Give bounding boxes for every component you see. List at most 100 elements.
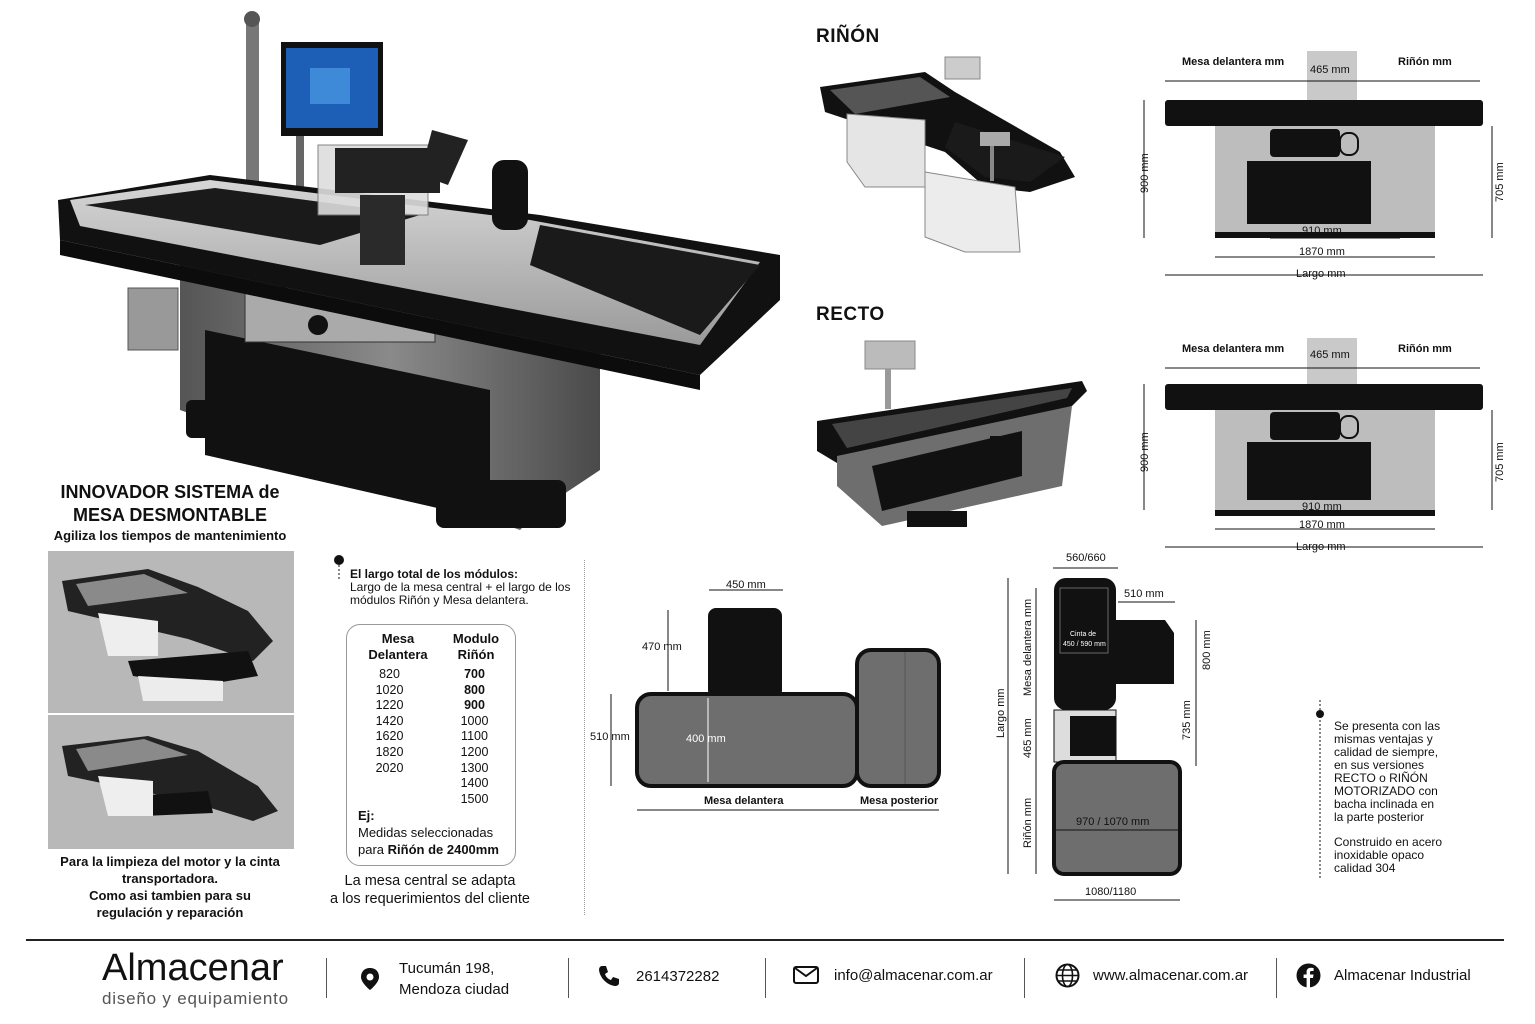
rinon-cell: 700 bbox=[464, 667, 485, 681]
header-line: Mesa bbox=[381, 631, 415, 646]
rinon-plan2-label: Riñón mm bbox=[1022, 798, 1034, 848]
example-prefix: para bbox=[358, 842, 388, 857]
h465-plan2-label: 465 mm bbox=[1022, 718, 1034, 758]
caption-line: Como asi tambien para su bbox=[89, 888, 251, 903]
note-line: Se presenta con las bbox=[1334, 719, 1441, 733]
mesa-del-plan2-label: Mesa delantera mm bbox=[1022, 599, 1034, 696]
w1080-label: 1080/1180 bbox=[1085, 886, 1136, 898]
rinon-cell: 1300 bbox=[460, 760, 489, 775]
w450-label: 450 mm bbox=[726, 579, 766, 591]
footer-separator bbox=[568, 958, 569, 998]
note-line: MOTORIZADO con bbox=[1334, 784, 1438, 798]
intro-caption: Para la limpieza del motor y la cinta tr… bbox=[30, 853, 310, 921]
footer-facebook[interactable]: Almacenar Industrial bbox=[1296, 963, 1471, 988]
footer-brand: Almacenar diseño y equipamiento bbox=[102, 947, 289, 1009]
header-line: Riñón bbox=[457, 647, 495, 662]
rinon-cell: 1100 bbox=[461, 729, 488, 744]
mesa-delantera-label: Mesa delantera mm bbox=[1182, 343, 1284, 355]
rinon-cell: 800 bbox=[464, 682, 485, 697]
phone-number: 2614372282 bbox=[636, 967, 720, 985]
modules-description: El largo total de los módulos: Largo de … bbox=[350, 568, 590, 607]
footer-address: Tucumán 198, Mendoza ciudad bbox=[360, 958, 509, 1000]
largo-label: Largo mm bbox=[1296, 268, 1346, 280]
rinon-label: Riñón mm bbox=[1398, 56, 1452, 68]
rinon-label: Riñón mm bbox=[1398, 343, 1452, 355]
mesa-posterior-plan-label: Mesa posterior bbox=[860, 795, 939, 807]
footer-separator bbox=[765, 958, 766, 998]
rinon-cell: 1200 bbox=[460, 744, 489, 759]
footer-phone[interactable]: 2614372282 bbox=[598, 965, 719, 987]
cinta-line2: 450 / 590 mm bbox=[1063, 641, 1106, 648]
width-1870-label: 1870 mm bbox=[1299, 246, 1345, 258]
adapt-note: La mesa central se adapta a los requerim… bbox=[315, 872, 545, 908]
w510-label: 510 mm bbox=[1124, 588, 1164, 600]
example-note: Ej: Medidas seleccionadas para Riñón de … bbox=[358, 807, 499, 858]
note-line: calidad 304 bbox=[1334, 861, 1396, 875]
recto-front-dimension-drawing: Mesa delantera mm Riñón mm 465 mm 900 mm… bbox=[1139, 338, 1506, 553]
brand-tagline: diseño y equipamiento bbox=[102, 989, 289, 1008]
header-line: Modulo bbox=[452, 631, 500, 646]
note-line: Construido en acero bbox=[1334, 835, 1443, 849]
height-900-label: 900 mm bbox=[1139, 432, 1151, 472]
product-note: Se presenta con las mismas ventajas y ca… bbox=[1334, 720, 1474, 875]
main-checkout-counter-image bbox=[58, 11, 780, 530]
intro-subtitle: Agiliza los tiempos de mantenimiento bbox=[53, 528, 287, 543]
modules-desc-line: módulos Riñón y Mesa delantera. bbox=[350, 593, 529, 607]
width-1870-label: 1870 mm bbox=[1299, 519, 1345, 531]
height-705-label: 705 mm bbox=[1494, 162, 1506, 202]
rinon-cell: 1000 bbox=[460, 713, 489, 728]
footer-email[interactable]: info@almacenar.com.ar bbox=[793, 965, 993, 985]
mesa-delantera-cell: 2020 bbox=[375, 760, 404, 775]
mesa-delantera-label: Mesa delantera mm bbox=[1182, 56, 1284, 68]
location-pin-icon bbox=[361, 968, 379, 990]
footer-separator bbox=[326, 958, 327, 998]
height-705-label: 705 mm bbox=[1494, 442, 1506, 482]
mesa-delantera-cell: 1020 bbox=[375, 682, 404, 697]
caption-line: transportadora. bbox=[121, 871, 219, 886]
example-bold: Riñón de 2400mm bbox=[387, 842, 499, 857]
h470-label: 470 mm bbox=[642, 641, 682, 653]
example-line: Medidas seleccionadas bbox=[358, 825, 494, 840]
mesa-delantera-cell bbox=[347, 792, 432, 808]
modules-bullet-line bbox=[334, 555, 344, 581]
plan-view-mesa: 450 mm 470 mm 510 mm 400 mm Mesa delante… bbox=[590, 579, 941, 811]
mesa-delantera-cell: 1220 bbox=[375, 698, 404, 713]
table-row: 1020 800 bbox=[347, 683, 517, 699]
facebook-icon bbox=[1296, 963, 1321, 988]
section-title-recto: RECTO bbox=[816, 304, 885, 325]
note-line: en sus versiones bbox=[1334, 758, 1425, 772]
width-465-label: 465 mm bbox=[1310, 64, 1350, 76]
rinon-cell: 900 bbox=[464, 698, 485, 713]
section-title-rinon: RIÑÓN bbox=[816, 26, 880, 47]
intro-title-line2: MESA DESMONTABLE bbox=[72, 505, 267, 525]
cinta-line1: Cinta de bbox=[1070, 631, 1096, 638]
plan-view-rinon: 560/660 Cinta de 450 / 590 mm 510 mm 800… bbox=[995, 552, 1213, 901]
divider bbox=[584, 560, 586, 915]
note-line: RECTO o RIÑÓN bbox=[1334, 771, 1428, 785]
globe-icon bbox=[1055, 963, 1080, 988]
h510-label: 510 mm bbox=[590, 731, 630, 743]
recto-counter-image bbox=[817, 340, 1087, 527]
footer-rule bbox=[26, 939, 1504, 941]
table-row: 2020 1300 bbox=[347, 761, 517, 777]
footer-web[interactable]: www.almacenar.com.ar bbox=[1055, 963, 1248, 988]
table-row: 1400 bbox=[347, 776, 517, 792]
largo-label: Largo mm bbox=[1296, 541, 1346, 553]
envelope-icon bbox=[793, 966, 819, 984]
rinon-front-dimension-drawing: Mesa delantera mm Riñón mm 465 mm 900 mm… bbox=[1139, 51, 1506, 280]
footer-separator bbox=[1024, 958, 1025, 998]
width-910-label: 910 mm bbox=[1302, 501, 1342, 513]
w970-label: 970 / 1070 mm bbox=[1076, 816, 1149, 828]
mesa-delantera-cell: 820 bbox=[379, 667, 400, 681]
footer-separator bbox=[1276, 958, 1277, 998]
note-line: bacha inclinada en bbox=[1334, 797, 1435, 811]
table-row: 1220 900 bbox=[347, 698, 517, 714]
largo-plan2-label: Largo mm bbox=[995, 688, 1007, 738]
height-900-label: 900 mm bbox=[1139, 153, 1151, 193]
modules-desc-line: Largo de la mesa central + el largo de l… bbox=[350, 580, 571, 594]
adapt-line: a los requerimientos del cliente bbox=[330, 891, 530, 907]
rinon-cell: 1500 bbox=[460, 791, 489, 806]
